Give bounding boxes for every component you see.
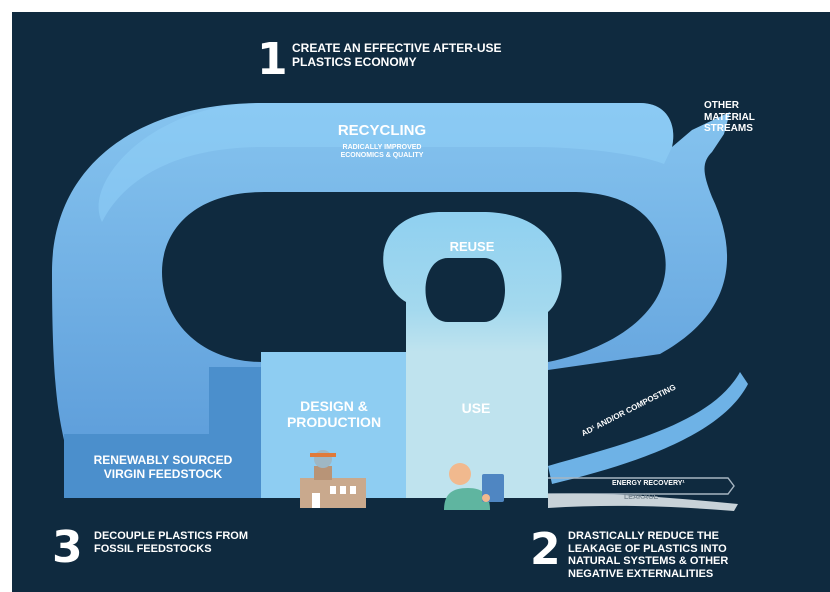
goal-3-line-2: FOSSIL FEEDSTOCKS xyxy=(94,542,212,555)
person-with-package-icon xyxy=(444,463,504,510)
goal-1-line-2: PLASTICS ECONOMY xyxy=(292,54,417,69)
leakage-label: LEAKAGE xyxy=(624,494,659,501)
reuse-label: REUSE xyxy=(449,239,495,254)
design-production-label: DESIGN & PRODUCTION xyxy=(264,398,404,430)
other-streams-line-3: STREAMS xyxy=(704,123,753,134)
other-material-streams-label: OTHER MATERIAL STREAMS xyxy=(704,100,755,135)
goal-2-line-2: LEAKAGE OF PLASTICS INTO xyxy=(568,542,727,555)
leakage-flow xyxy=(548,493,738,511)
goal-1-line-1: CREATE AN EFFECTIVE AFTER-USE xyxy=(292,41,502,55)
feedstock-line-2: VIRGIN FEEDSTOCK xyxy=(103,466,223,481)
goal-2-line-1: DRASTICALLY REDUCE THE xyxy=(568,530,719,542)
recycling-loop xyxy=(52,103,730,440)
energy-recovery-flow xyxy=(548,477,735,495)
feedstock-line-1: RENEWABLY SOURCED xyxy=(93,453,233,467)
recycling-subtitle: RADICALLY IMPROVED ECONOMICS & QUALITY xyxy=(282,144,482,160)
factory-icon xyxy=(300,450,366,508)
use-block xyxy=(406,352,548,498)
feedstock-block xyxy=(64,434,262,498)
goal-2-line-3: NATURAL SYSTEMS & OTHER xyxy=(568,555,729,568)
design-line-1: DESIGN & xyxy=(300,398,368,414)
use-label: USE xyxy=(461,400,491,416)
plastics-diagram-art xyxy=(52,103,748,511)
recycling-title: RECYCLING xyxy=(337,122,427,139)
other-streams-line-1: OTHER xyxy=(704,100,739,111)
energy-recovery-label: ENERGY RECOVERY¹ xyxy=(612,480,685,487)
recycling-loop-highlight xyxy=(98,103,674,222)
recycling-sub-2: ECONOMICS & QUALITY xyxy=(340,152,424,160)
reuse-loop xyxy=(383,212,562,352)
diagram-canvas: 1 CREATE AN EFFECTIVE AFTER-USE PLASTICS… xyxy=(12,12,830,592)
goal-2-line-4: NEGATIVE EXTERNALITIES xyxy=(568,567,714,580)
feedstock-label: RENEWABLY SOURCED VIRGIN FEEDSTOCK xyxy=(68,453,258,482)
recycling-sub-1: RADICALLY IMPROVED xyxy=(342,144,422,151)
goal-3-number: 3 xyxy=(52,522,83,573)
goal-3-text: DECOUPLE PLASTICS FROM FOSSIL FEEDSTOCKS xyxy=(94,530,248,555)
design-production-block xyxy=(261,352,406,498)
composting-flow xyxy=(548,372,748,484)
goal-1-number: 1 xyxy=(257,34,288,85)
design-line-2: PRODUCTION xyxy=(286,414,382,431)
goal-2-number: 2 xyxy=(530,524,561,575)
goal-3-line-1: DECOUPLE PLASTICS FROM xyxy=(94,530,249,542)
feedstock-step xyxy=(209,367,261,434)
goal-1-text: CREATE AN EFFECTIVE AFTER-USE PLASTICS E… xyxy=(292,41,502,70)
goal-2-text: DRASTICALLY REDUCE THE LEAKAGE OF PLASTI… xyxy=(568,530,728,581)
other-streams-line-2: MATERIAL xyxy=(704,111,755,123)
